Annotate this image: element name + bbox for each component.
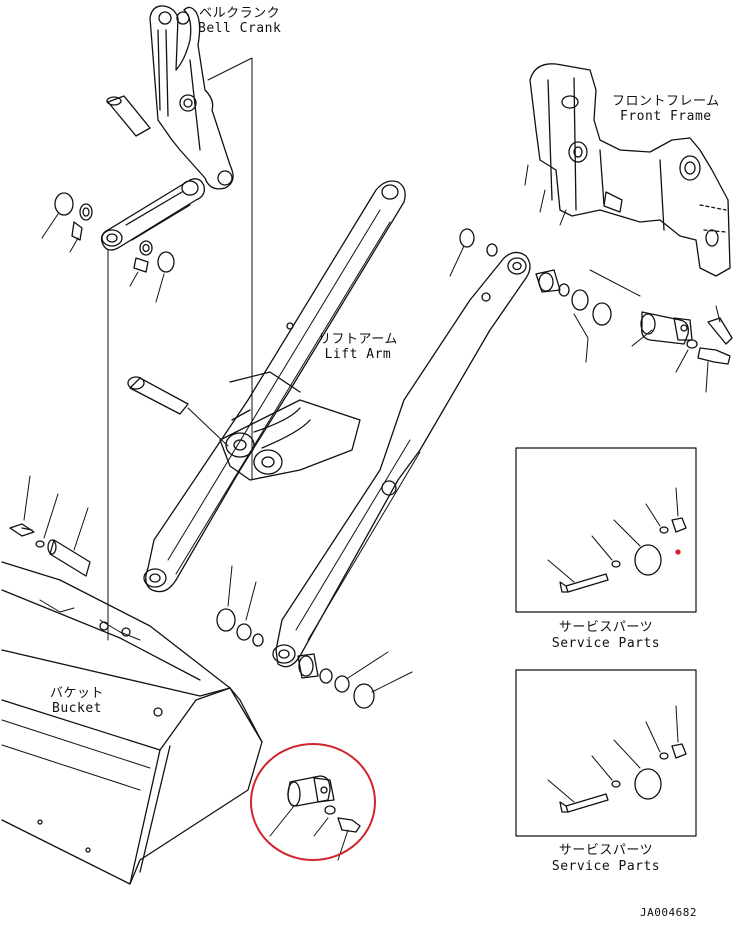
highlight-circle bbox=[250, 743, 376, 861]
service-parts-caption-2-jp: サービスパーツ bbox=[558, 843, 654, 858]
bucket-label: バケット Bucket bbox=[50, 686, 104, 716]
front-frame-label-en: Front Frame bbox=[620, 109, 712, 124]
bucket-label-en: Bucket bbox=[52, 701, 102, 716]
front-frame-label-jp: フロントフレーム bbox=[612, 94, 720, 109]
bell-crank-leaders bbox=[107, 57, 253, 641]
bell-crank-label-jp: ベルクランク bbox=[199, 6, 281, 21]
bell-crank-drawing bbox=[100, 5, 234, 251]
service-parts-box-1 bbox=[515, 447, 697, 613]
highlighted-pin-assembly bbox=[250, 743, 376, 861]
service-parts-caption-2: サービスパーツ Service Parts bbox=[516, 843, 696, 875]
service-parts-box-2 bbox=[515, 669, 697, 837]
service-parts-caption-1-en: Service Parts bbox=[551, 636, 661, 651]
bell-crank-label-en: Bell Crank bbox=[198, 21, 282, 36]
drawing-code: JA004682 bbox=[640, 906, 697, 919]
bell-crank-label: ベルクランク Bell Crank bbox=[198, 6, 281, 36]
lift-arm-drawing bbox=[127, 180, 531, 668]
bell-crank-small-parts bbox=[41, 192, 175, 303]
bucket-pin-parts bbox=[9, 475, 91, 577]
front-frame-label: フロントフレーム Front Frame bbox=[612, 94, 720, 124]
bucket-drawing bbox=[1, 561, 263, 885]
service-parts-caption-1-jp: サービスパーツ bbox=[558, 620, 654, 635]
lift-arm-label: リフトアーム Lift Arm bbox=[318, 332, 398, 362]
front-frame-drawing bbox=[524, 63, 731, 277]
lift-arm-label-jp: リフトアーム bbox=[318, 332, 398, 347]
service-parts-caption-2-en: Service Parts bbox=[551, 859, 661, 874]
lift-arm-label-en: Lift Arm bbox=[324, 347, 392, 362]
service-parts-caption-1: サービスパーツ Service Parts bbox=[516, 620, 696, 652]
arm-pin-parts bbox=[216, 565, 413, 709]
bucket-label-jp: バケット bbox=[50, 686, 105, 701]
frame-pin-parts bbox=[449, 228, 733, 393]
